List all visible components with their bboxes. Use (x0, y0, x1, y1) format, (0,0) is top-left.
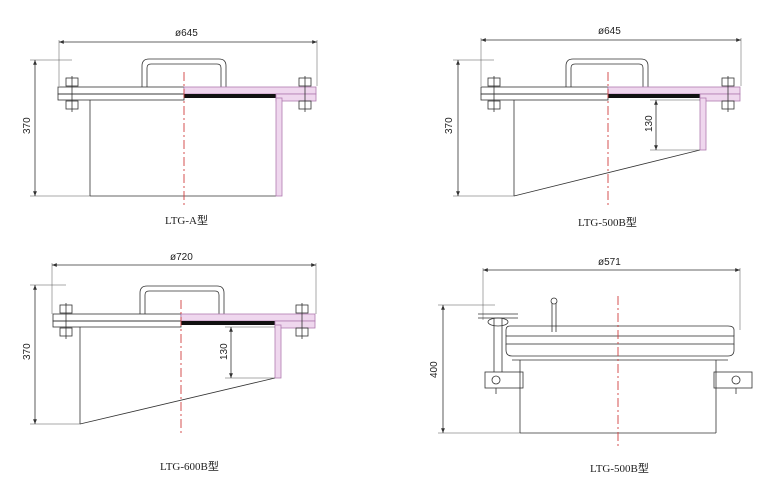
drawing-ltg-500b-bottom: ø571 400 (429, 257, 753, 475)
gasket (181, 321, 275, 325)
flange-plate (52, 320, 182, 328)
handwheel (478, 313, 518, 372)
handle-outer (139, 285, 225, 314)
bolt-left (59, 303, 73, 339)
caption: LTG-500B型 (590, 461, 649, 475)
inner-label: 130 (219, 343, 230, 360)
diameter-label: ø571 (598, 257, 621, 268)
cover-plate (57, 86, 185, 95)
handle-outer (565, 58, 649, 87)
body-wall-section (275, 97, 283, 197)
flange-section (275, 93, 317, 102)
cover-plate (480, 86, 609, 95)
cover-section (607, 86, 741, 95)
handle-inner (146, 63, 222, 87)
handle-inner (144, 290, 220, 314)
cover-lower (505, 344, 735, 357)
handle-inner (570, 63, 644, 87)
flange-plate (57, 93, 185, 101)
clamp-left (484, 371, 524, 394)
handle-outer (141, 58, 227, 87)
caption: LTG-500B型 (578, 215, 637, 229)
height-label: 400 (429, 361, 440, 378)
bolt-right (721, 76, 735, 112)
drawing-ltg-600b: ø720 370 130 LTG-600B型 (22, 252, 317, 473)
gasket (608, 94, 700, 98)
clamp-right (713, 371, 753, 394)
height-label: 370 (22, 117, 33, 134)
lifting-lug (550, 297, 558, 332)
body-slanted-bottom (79, 377, 276, 425)
height-label: 370 (22, 343, 33, 360)
cover-section (183, 86, 317, 95)
caption: LTG-A型 (165, 213, 208, 227)
height-label: 370 (444, 117, 455, 134)
body-wall-section (699, 97, 707, 151)
inner-label: 130 (644, 115, 655, 132)
cover-section (180, 313, 316, 322)
body-wall-section (274, 324, 282, 379)
bolt-right (295, 303, 309, 339)
bolt-left (65, 76, 79, 112)
flange-plate (480, 93, 609, 101)
flange-section (274, 320, 316, 329)
drawing-ltg-500b-top: ø645 370 130 LTG-500B型 (444, 26, 742, 229)
bolt-left (487, 76, 501, 112)
diameter-label: ø645 (175, 28, 198, 39)
bolt-right (298, 76, 312, 112)
cover-rim (505, 335, 735, 345)
gasket (184, 94, 276, 98)
body-slanted-bottom (513, 149, 701, 197)
cover-top (505, 325, 735, 336)
diameter-label: ø720 (170, 252, 193, 263)
drawing-ltg-a: ø645 370 LTG-A型 (22, 28, 318, 227)
caption: LTG-600B型 (160, 459, 219, 473)
cover-plate (52, 313, 182, 322)
diameter-label: ø645 (598, 26, 621, 37)
flange-section (699, 93, 741, 102)
